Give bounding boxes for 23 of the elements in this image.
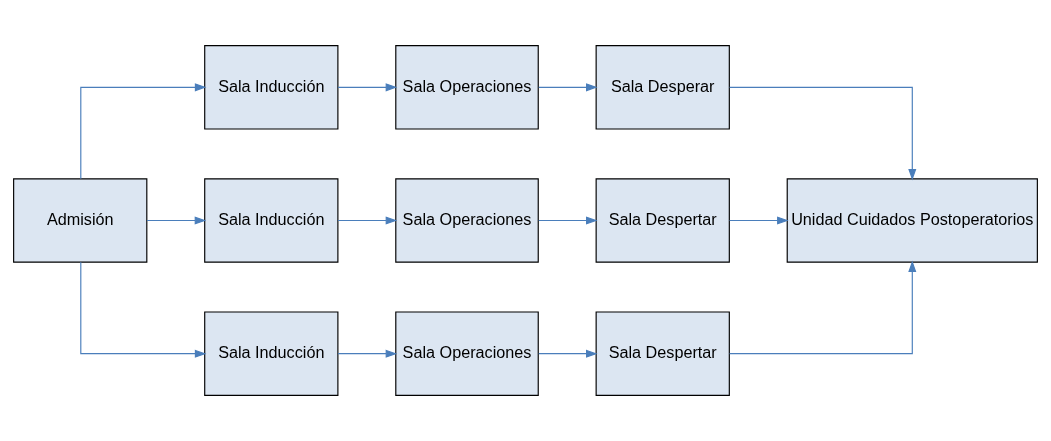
node-box: Sala Operaciones — [395, 178, 539, 263]
arrow — [80, 261, 207, 358]
arrow — [538, 349, 598, 358]
node-box: Unidad Cuidados Postoperatorios — [786, 178, 1038, 263]
node-box: Sala Inducción — [204, 311, 339, 396]
node-box: Sala Operaciones — [395, 45, 539, 130]
arrow — [146, 216, 207, 225]
node-box: Sala Operaciones — [395, 311, 539, 396]
node-box: Admisión — [13, 178, 148, 263]
arrow — [337, 349, 398, 358]
arrow — [337, 83, 398, 92]
arrow — [337, 216, 398, 225]
node-box: Sala Desperar — [595, 45, 730, 130]
arrow — [80, 83, 207, 180]
node-box: Sala Despertar — [595, 178, 730, 263]
arrow — [729, 86, 917, 181]
node-box: Sala Inducción — [204, 45, 339, 130]
arrow — [538, 83, 598, 92]
node-box: Sala Inducción — [204, 178, 339, 263]
arrow — [729, 216, 789, 225]
arrow — [538, 216, 598, 225]
arrow — [729, 260, 917, 355]
node-box: Sala Despertar — [595, 311, 730, 396]
